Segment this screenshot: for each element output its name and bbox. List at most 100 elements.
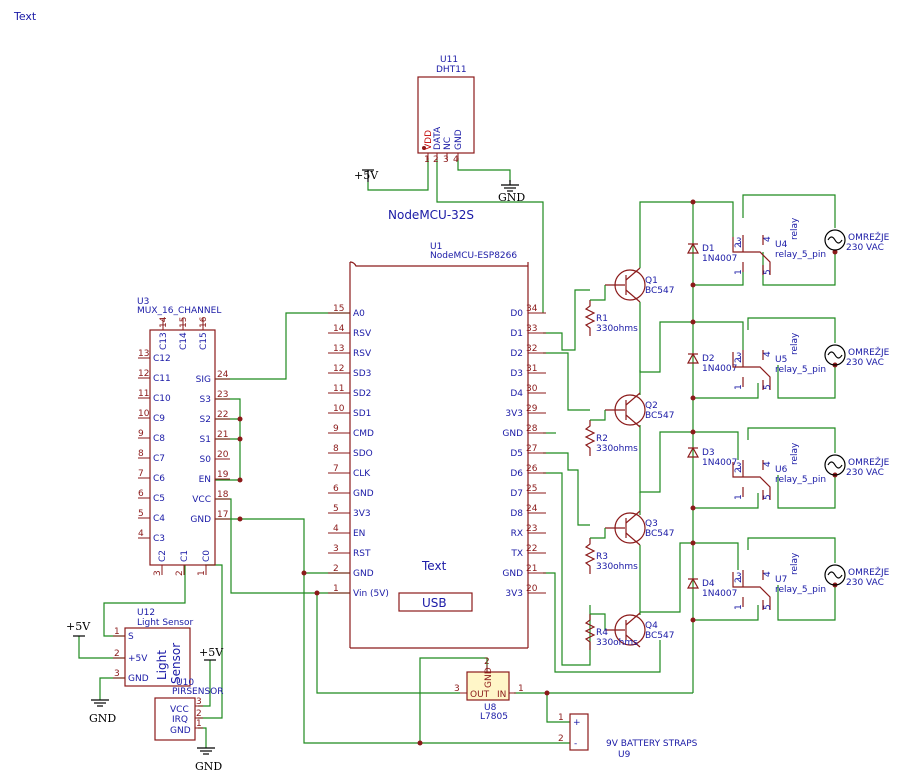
svg-text:16: 16 bbox=[199, 316, 209, 328]
svg-text:Q3: Q3 bbox=[645, 519, 658, 529]
svg-text:2: 2 bbox=[734, 242, 744, 248]
svg-text:R2: R2 bbox=[596, 434, 608, 444]
svg-text:VDD: VDD bbox=[424, 130, 434, 150]
svg-text:3V3: 3V3 bbox=[505, 589, 523, 599]
junctions bbox=[237, 199, 838, 746]
svg-text:D8: D8 bbox=[510, 509, 523, 519]
svg-text:12: 12 bbox=[138, 369, 149, 379]
svg-text:1N4007: 1N4007 bbox=[702, 458, 737, 468]
svg-text:C10: C10 bbox=[153, 394, 171, 404]
svg-text:24: 24 bbox=[217, 370, 229, 380]
svg-text:NodeMCU-ESP8266: NodeMCU-ESP8266 bbox=[430, 251, 517, 261]
svg-text:8: 8 bbox=[333, 444, 339, 454]
svg-text:3V3: 3V3 bbox=[505, 409, 523, 419]
svg-text:C2: C2 bbox=[158, 550, 168, 562]
svg-text:2: 2 bbox=[175, 570, 185, 576]
svg-text:6: 6 bbox=[333, 484, 339, 494]
svg-text:17: 17 bbox=[217, 510, 228, 520]
svg-text:OMREŽJE: OMREŽJE bbox=[848, 566, 890, 578]
svg-text:19: 19 bbox=[217, 470, 229, 480]
svg-text:1: 1 bbox=[424, 155, 430, 165]
svg-text:D3: D3 bbox=[510, 369, 523, 379]
svg-text:3: 3 bbox=[454, 684, 460, 694]
nodemcu-title: NodeMCU-32S bbox=[388, 208, 474, 222]
svg-text:25: 25 bbox=[526, 484, 537, 494]
svg-text:DATA: DATA bbox=[433, 126, 443, 150]
svg-text:U9: U9 bbox=[618, 750, 631, 760]
relay-drive-stages: Q1BC547Q2BC547Q3BC547Q4BC547R1330ohmsR23… bbox=[584, 217, 890, 650]
dht11-sensor: U11 DHT11 VDD DATA NC GND 1 2 3 4 bbox=[417, 55, 475, 165]
svg-text:GND: GND bbox=[89, 712, 116, 725]
svg-text:C13: C13 bbox=[159, 332, 169, 350]
svg-text:22: 22 bbox=[217, 410, 228, 420]
svg-text:relay_5_pin: relay_5_pin bbox=[775, 250, 826, 260]
svg-text:BC547: BC547 bbox=[645, 411, 674, 421]
svg-text:9: 9 bbox=[138, 429, 144, 439]
svg-text:U7: U7 bbox=[775, 575, 787, 585]
svg-text:2: 2 bbox=[196, 709, 202, 719]
svg-text:EN: EN bbox=[353, 529, 365, 539]
svg-text:8: 8 bbox=[138, 449, 144, 459]
svg-text:1: 1 bbox=[518, 684, 524, 694]
svg-text:R3: R3 bbox=[596, 552, 608, 562]
svg-text:S3: S3 bbox=[200, 395, 211, 405]
svg-text:26: 26 bbox=[526, 464, 538, 474]
svg-text:RST: RST bbox=[353, 549, 371, 559]
svg-text:2: 2 bbox=[558, 734, 564, 744]
svg-text:23: 23 bbox=[526, 524, 537, 534]
svg-text:C1: C1 bbox=[180, 550, 190, 562]
svg-text:U1: U1 bbox=[430, 242, 442, 252]
svg-text:14: 14 bbox=[159, 316, 169, 328]
svg-text:SDO: SDO bbox=[353, 449, 373, 459]
svg-text:relay: relay bbox=[790, 442, 800, 465]
svg-text:230 VAC: 230 VAC bbox=[846, 468, 884, 478]
svg-text:11: 11 bbox=[138, 389, 149, 399]
svg-text:BC547: BC547 bbox=[645, 529, 674, 539]
svg-text:GND: GND bbox=[502, 429, 523, 439]
svg-text:330ohms: 330ohms bbox=[596, 562, 638, 572]
svg-text:Vin (5V): Vin (5V) bbox=[353, 589, 389, 599]
svg-text:5: 5 bbox=[763, 604, 773, 610]
svg-text:C9: C9 bbox=[153, 414, 165, 424]
svg-text:230 VAC: 230 VAC bbox=[846, 358, 884, 368]
svg-text:Text: Text bbox=[421, 559, 447, 573]
svg-text:+5V: +5V bbox=[128, 654, 148, 664]
mux-pin-1: 1C0 bbox=[197, 550, 212, 576]
svg-text:D5: D5 bbox=[510, 449, 523, 459]
svg-text:9: 9 bbox=[333, 424, 339, 434]
svg-text:13: 13 bbox=[138, 349, 149, 359]
svg-text:BC547: BC547 bbox=[645, 631, 674, 641]
svg-text:U3: U3 bbox=[137, 297, 149, 307]
svg-text:Q1: Q1 bbox=[645, 276, 658, 286]
svg-text:BC547: BC547 bbox=[645, 286, 674, 296]
svg-text:34: 34 bbox=[526, 304, 538, 314]
svg-text:2: 2 bbox=[734, 467, 744, 473]
svg-text:3V3: 3V3 bbox=[353, 509, 371, 519]
svg-text:3: 3 bbox=[333, 544, 339, 554]
svg-text:4: 4 bbox=[763, 236, 773, 242]
svg-text:GND: GND bbox=[484, 667, 494, 688]
svg-text:D2: D2 bbox=[510, 349, 523, 359]
svg-text:C12: C12 bbox=[153, 354, 171, 364]
svg-text:+5V: +5V bbox=[354, 169, 379, 182]
svg-text:1: 1 bbox=[196, 719, 202, 729]
svg-text:PIRSENSOR: PIRSENSOR bbox=[172, 687, 224, 697]
svg-text:CLK: CLK bbox=[353, 469, 371, 479]
